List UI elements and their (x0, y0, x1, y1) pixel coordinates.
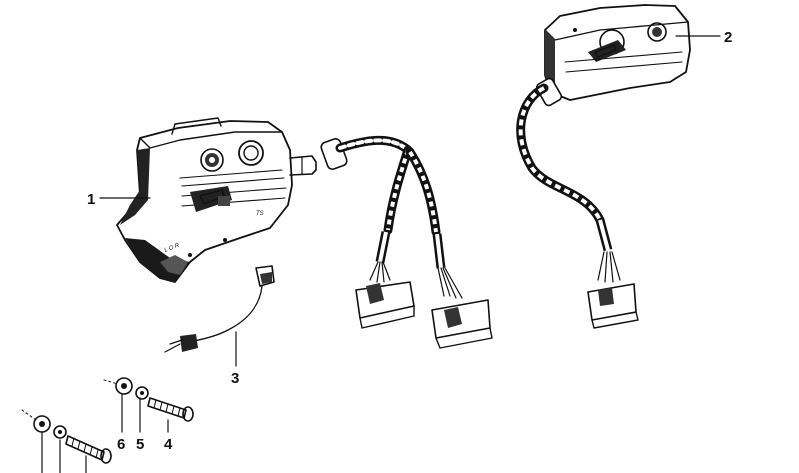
callout-leaders (41, 35, 721, 473)
callout-6: 6 (117, 436, 125, 453)
screw-set-lower (21, 409, 112, 464)
callout-1: 1 (87, 191, 95, 208)
ignition-switch-housing (544, 4, 691, 101)
callout-4: 4 (164, 436, 173, 453)
sensor-lead (164, 265, 275, 353)
screw-set-upper (103, 377, 194, 422)
callout-2: 2 (724, 29, 732, 46)
combination-switch-housing (116, 117, 317, 283)
callout-5: 5 (136, 436, 144, 453)
ignition-wiring-harness (516, 77, 639, 329)
switch-scale-mark: L O R (164, 243, 181, 254)
switch-wiring-harness (320, 135, 493, 349)
ts-mark: TS (256, 211, 264, 217)
callout-3: 3 (231, 370, 239, 387)
